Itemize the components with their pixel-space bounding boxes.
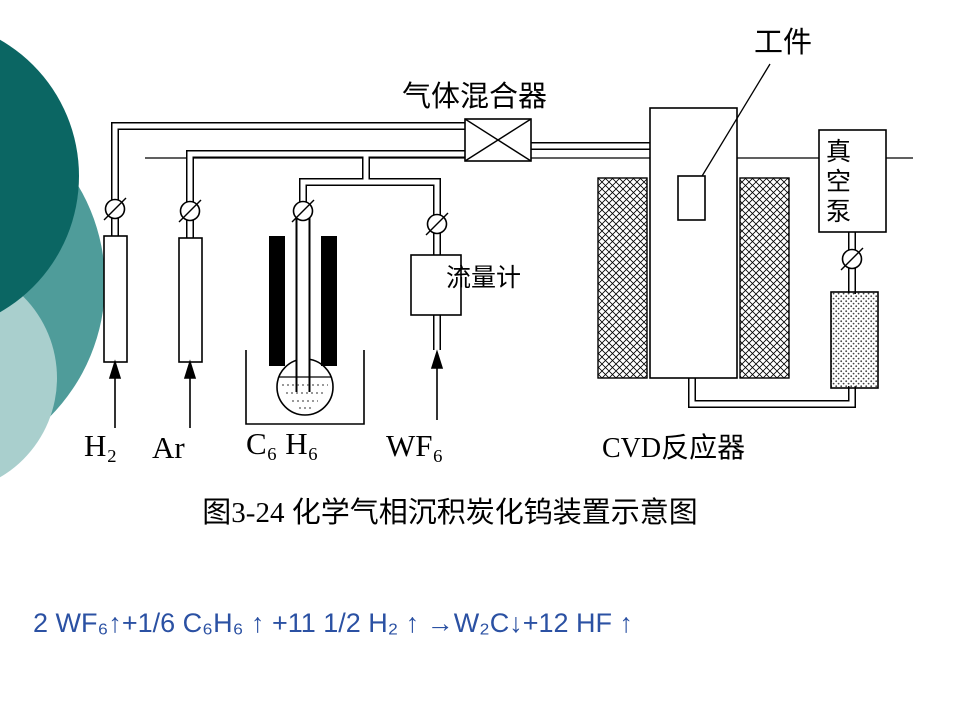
cvd-reactor <box>597 63 790 379</box>
valve-h2 <box>103 197 127 221</box>
pipe-h2-core <box>112 123 470 250</box>
reactor-tube <box>649 107 738 379</box>
furnace-block-right <box>739 177 790 379</box>
decor-circle-light <box>0 278 57 478</box>
liquid-shading <box>282 384 328 409</box>
decor-circles <box>0 39 105 478</box>
reaction-equation: 2 WF₆↑+1/6 C₆H₆ ↑ +11 1/2 H₂ ↑ →W₂C↓+12 … <box>33 608 634 638</box>
wf6-inlet-arrow <box>430 349 444 420</box>
flow-meter-label: 流量计 <box>446 265 522 292</box>
flow-meter-box <box>410 254 462 316</box>
gas-label-h2: H₂ <box>84 428 118 463</box>
gas-mixer-label: 气体混合器 <box>402 81 548 113</box>
benzene-bubbler <box>245 216 365 425</box>
water-bath <box>245 350 365 425</box>
pipe-reactor-to-trap-core <box>689 372 855 407</box>
vacuum-pump-label: 真空泵 <box>822 138 850 228</box>
decor-circle-dark <box>0 39 79 313</box>
figure-caption: 图3-24 化学气相沉积炭化钨装置示意图 <box>202 497 698 529</box>
valves <box>103 197 864 271</box>
gas-mixer-symbol <box>464 118 532 162</box>
gas-label-ar: Ar <box>152 430 185 465</box>
valve-ar <box>178 199 202 223</box>
heater-bar-right <box>321 236 337 366</box>
h2-inlet-arrow <box>108 359 122 428</box>
workpiece-label: 工件 <box>754 27 813 59</box>
vacuum-pump-box <box>818 129 887 233</box>
inlet-arrows <box>108 349 444 428</box>
valve-pump <box>840 247 864 271</box>
h2-column <box>103 235 128 363</box>
gas-label-wf6: WF₆ <box>386 428 444 463</box>
workpiece <box>677 175 706 221</box>
cvd-reactor-label: CVD反应器 <box>602 433 746 464</box>
workpiece-leader-line <box>695 63 771 187</box>
cold-trap-box <box>830 291 879 389</box>
valve-wf6 <box>425 212 449 236</box>
pipe-h2 <box>111 122 470 250</box>
furnace-block-left <box>597 177 648 379</box>
valve-benzene <box>291 199 315 223</box>
ar-column <box>178 237 203 363</box>
ar-inlet-arrow <box>183 359 197 428</box>
gas-label-c6h6: C₆ H₆ <box>246 426 319 461</box>
heater-bar-left <box>269 236 285 366</box>
